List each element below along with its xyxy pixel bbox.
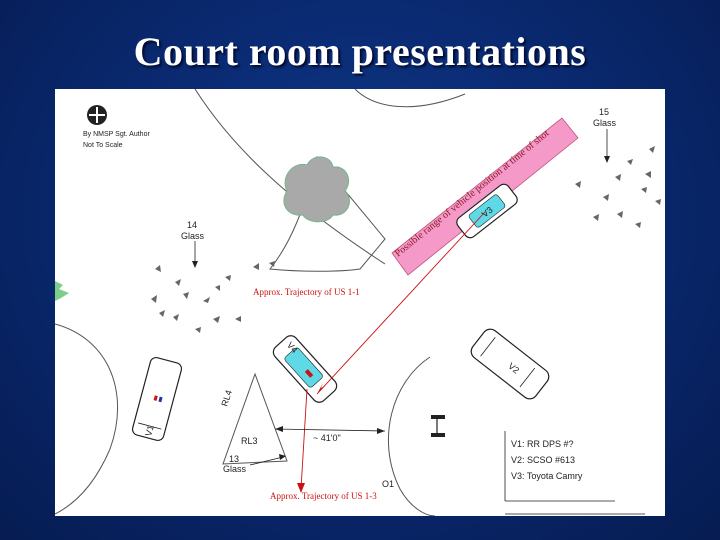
- compass-icon: [87, 105, 107, 125]
- island-triangle: [222, 372, 288, 465]
- glass-fragments-right: [575, 146, 661, 228]
- distance-label: ~ 41'0": [313, 433, 341, 443]
- evidence-13-number: 13: [229, 454, 239, 464]
- trajectory-line-1: [316, 211, 486, 395]
- distance-arrow-right: [377, 428, 385, 434]
- possible-range-band: [391, 117, 579, 276]
- crash-scene-diagram: Possible range of vehicle position at ti…: [55, 89, 665, 516]
- vehicle-v1: V1: [131, 356, 183, 442]
- trajectory-1-label: Approx. Trajectory of US 1-1: [253, 287, 360, 297]
- vehicle-v2: V2: [470, 328, 550, 400]
- rl3-label: RL3: [241, 436, 258, 446]
- trajectory-2-label: Approx. Trajectory of US 1-3: [270, 491, 377, 501]
- evidence-13-arrow: [249, 456, 284, 466]
- evidence-14-number: 14: [187, 220, 197, 230]
- road-curve-top: [354, 89, 466, 108]
- o1-label: O1: [382, 479, 394, 489]
- legend-line-3: V3: Toyota Camry: [511, 471, 583, 481]
- evidence-15-text: Glass: [593, 118, 617, 128]
- trajectory-1-arrowhead: [317, 383, 325, 394]
- left-edge-foliage: [55, 281, 69, 301]
- vehicle-legend: V1: RR DPS #? V2: SCSO #613 V3: Toyota C…: [504, 431, 615, 502]
- trajectory-line-2: [300, 388, 308, 490]
- evidence-13-text: Glass: [223, 464, 247, 474]
- legend-line-2: V2: SCSO #613: [511, 455, 575, 465]
- slide-title: Court room presentations: [133, 29, 587, 74]
- road-curve-right: [387, 356, 436, 516]
- evidence-14-text: Glass: [181, 231, 205, 241]
- tree-shrub: [283, 156, 350, 223]
- post-marker: [431, 415, 445, 437]
- evidence-15-number: 15: [599, 107, 609, 117]
- distance-arrow-left: [275, 426, 283, 432]
- scene-svg: Possible range of vehicle position at ti…: [55, 89, 661, 516]
- glass-fragments-left: [151, 261, 275, 333]
- legend-line-1: V1: RR DPS #?: [511, 439, 574, 449]
- road-left-lower: [55, 323, 118, 515]
- range-band-label: Possible range of vehicle position at ti…: [393, 128, 552, 259]
- trajectory-2-arrowhead: [297, 483, 305, 493]
- vehicle-v4: V4: [272, 335, 338, 403]
- credit-line-2: Not To Scale: [83, 142, 123, 149]
- credit-line-1: By NMSP Sgt. Author: [83, 131, 150, 138]
- road-curve-left: [194, 89, 386, 265]
- v1-label: V1: [143, 424, 156, 437]
- rl4-label: RL4: [219, 389, 234, 408]
- distance-line: [274, 428, 386, 432]
